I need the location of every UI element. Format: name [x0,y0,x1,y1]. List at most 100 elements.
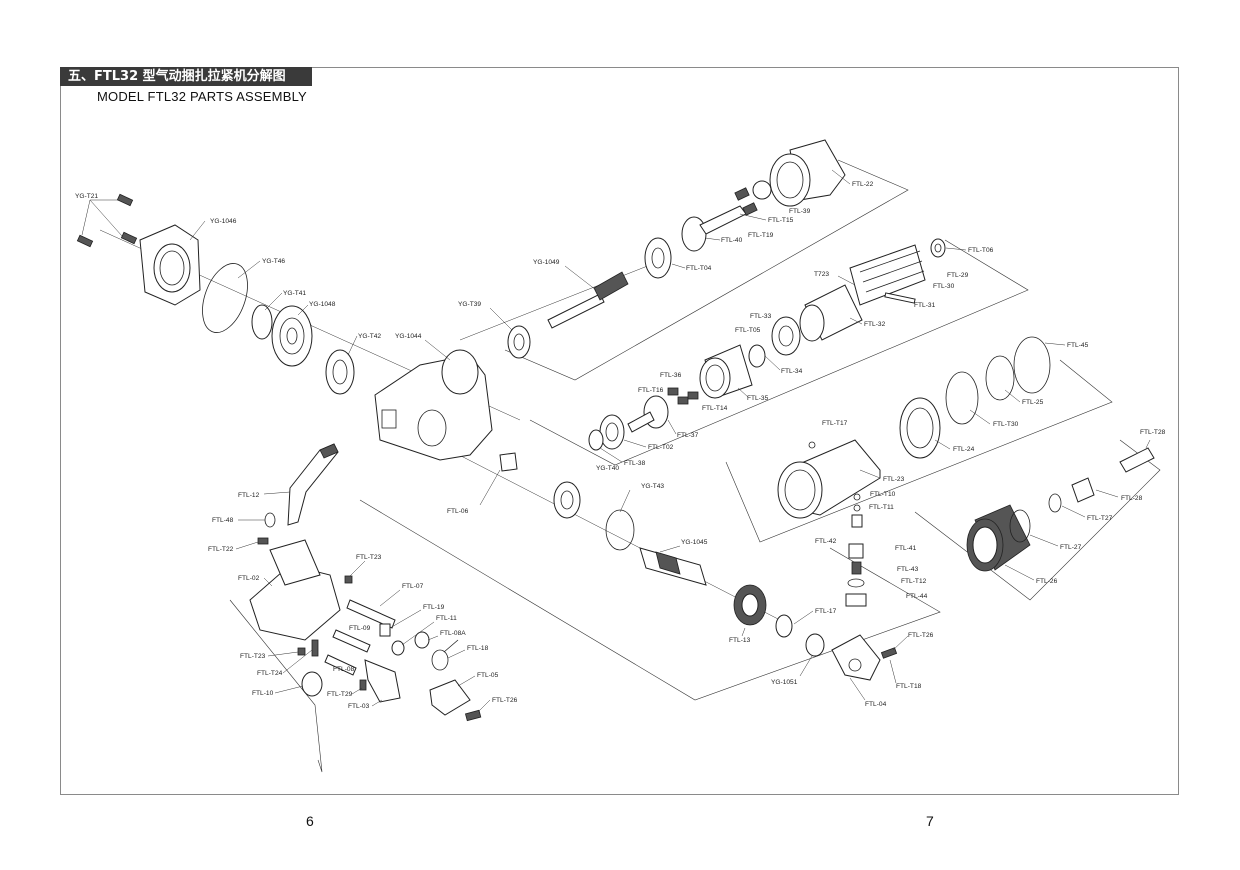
ring-ftl-27 [1009,509,1031,543]
ring-ftl-25 [985,355,1015,401]
seal-ring-ftl-45 [1013,336,1051,394]
label-ftl-t02: FTL-T02 [648,444,674,451]
label-t723: T723 [814,271,829,278]
label-ftl-22: FTL-22 [852,181,874,188]
roller-ftl-10 [301,671,323,697]
label-ftl-07: FTL-07 [402,583,424,590]
label-ftl-t06: FTL-T06 [968,247,994,254]
endplate-ftl-33 [771,316,801,356]
label-ftl-t26-right: FTL-T26 [908,632,934,639]
pinion-shaft-yg-1049 [547,271,629,329]
label-ftl-25: FTL-25 [1022,399,1044,406]
circlip-yg-t43 [605,509,635,551]
ring-gear-ftl-35 [699,344,753,399]
washer-ftl-34 [748,344,766,368]
label-ftl-t16: FTL-T16 [638,387,664,394]
gear-shaft-yg-1045 [639,547,707,586]
label-ftl-43: FTL-43 [897,566,919,573]
o-ring-ftl-t11 [853,504,861,512]
label-ftl-36: FTL-36 [660,372,682,379]
label-ftl-10: FTL-10 [252,690,274,697]
label-ftl-t11: FTL-T11 [869,504,894,511]
bearing-ftl-t02 [599,414,625,450]
flange-yg-1046 [139,224,201,306]
label-ftl-19: FTL-19 [423,604,445,611]
label-yg-1051: YG-1051 [771,679,798,686]
planet-gears-ftl-36 [667,387,699,405]
label-ftl-32: FTL-32 [864,321,886,328]
label-ftl-45: FTL-45 [1067,342,1089,349]
plate-ftl-04 [831,634,881,681]
label-ftl-08: FTL-08 [333,666,355,673]
cylinder-ftl-32 [799,284,863,342]
valve-body-ftl-41 [848,543,864,559]
label-ftl-11: FTL-11 [436,615,457,622]
label-ftl-39: FTL-39 [789,208,811,215]
label-ftl-42: FTL-42 [815,538,837,545]
label-ftl-17: FTL-17 [815,608,837,615]
label-yg-t21: YG-T21 [75,193,98,200]
drawing-frame [60,67,1179,795]
bearing-yg-1051 [805,633,825,657]
spring-ftl-43 [851,561,862,575]
bearing-yg-t42 [325,349,355,395]
lever-handle-ftl-12 [287,443,339,526]
label-yg-t43: YG-T43 [641,483,664,490]
label-ftl-23: FTL-23 [883,476,905,483]
label-ftl-08a: FTL-08A [440,630,466,637]
bearing-yg-t39 [507,325,531,359]
spring-ftl-18 [431,639,459,671]
bearing-ftl-t06 [930,238,946,258]
shaft-ftl-07 [346,599,396,629]
label-ftl-t23-top: FTL-T23 [356,554,382,561]
label-ftl-34: FTL-34 [781,368,803,375]
pin-ftl-t29 [359,679,367,691]
label-ftl-38: FTL-38 [624,460,646,467]
label-ftl-31: FTL-31 [914,302,936,309]
label-ftl-28: FTL-28 [1121,495,1143,502]
pin-ftl-t17 [808,441,816,449]
label-ftl-44: FTL-44 [906,593,928,600]
carrier-ftl-37 [627,395,669,433]
label-ftl-30: FTL-30 [933,283,955,290]
bushing-ftl-11 [391,640,405,656]
label-ftl-35: FTL-35 [747,395,769,402]
screw-yg-t21 [76,193,138,248]
label-ftl-t18: FTL-T18 [896,683,922,690]
label-yg-t41: YG-T41 [283,290,306,297]
label-ftl-29: FTL-29 [947,272,969,279]
rotor-ftl-30 [849,244,926,306]
label-yg-t42: YG-T42 [358,333,381,340]
label-ftl-41: FTL-41 [895,545,917,552]
label-leader-lines [189,169,1151,713]
label-ftl-05: FTL-05 [477,672,499,679]
label-ftl-t19: FTL-T19 [748,232,774,239]
label-ftl-12: FTL-12 [238,492,260,499]
label-ftl-09: FTL-09 [349,625,371,632]
label-ftl-t23-left: FTL-T23 [240,653,266,660]
muffler-ftl-24 [899,397,941,459]
label-yg-1045: YG-1045 [681,539,708,546]
part-labels: YG-T21 YG-1046 YG-T46 YG-T41 YG-1048 YG-… [75,181,1166,710]
bevel-gear-yg-1048 [271,305,313,367]
label-ftl-t30: FTL-T30 [993,421,1019,428]
screw-ftl-t26-bottom [464,709,482,722]
label-yg-1048: YG-1048 [309,301,336,308]
label-yg-1046: YG-1046 [210,218,237,225]
label-yg-1044: YG-1044 [395,333,422,340]
label-ftl-27: FTL-27 [1060,544,1082,551]
frame-ftl-02 [249,539,341,641]
link-ftl-05 [429,679,471,716]
label-ftl-13: FTL-13 [729,637,751,644]
label-ftl-t12: FTL-T12 [901,578,927,585]
throttle-sleeve-ftl-26 [966,504,1031,572]
label-ftl-t10: FTL-T10 [870,491,896,498]
label-ftl-33: FTL-33 [750,313,772,320]
shaft-ftl-09 [332,629,371,653]
label-ftl-t22: FTL-T22 [208,546,234,553]
screw-ftl-t26-right [880,647,898,659]
label-ftl-40: FTL-40 [721,237,743,244]
washer-ftl-17 [775,614,793,638]
bearing-yg-t40 [553,481,581,519]
label-ftl-37: FTL-37 [677,432,699,439]
